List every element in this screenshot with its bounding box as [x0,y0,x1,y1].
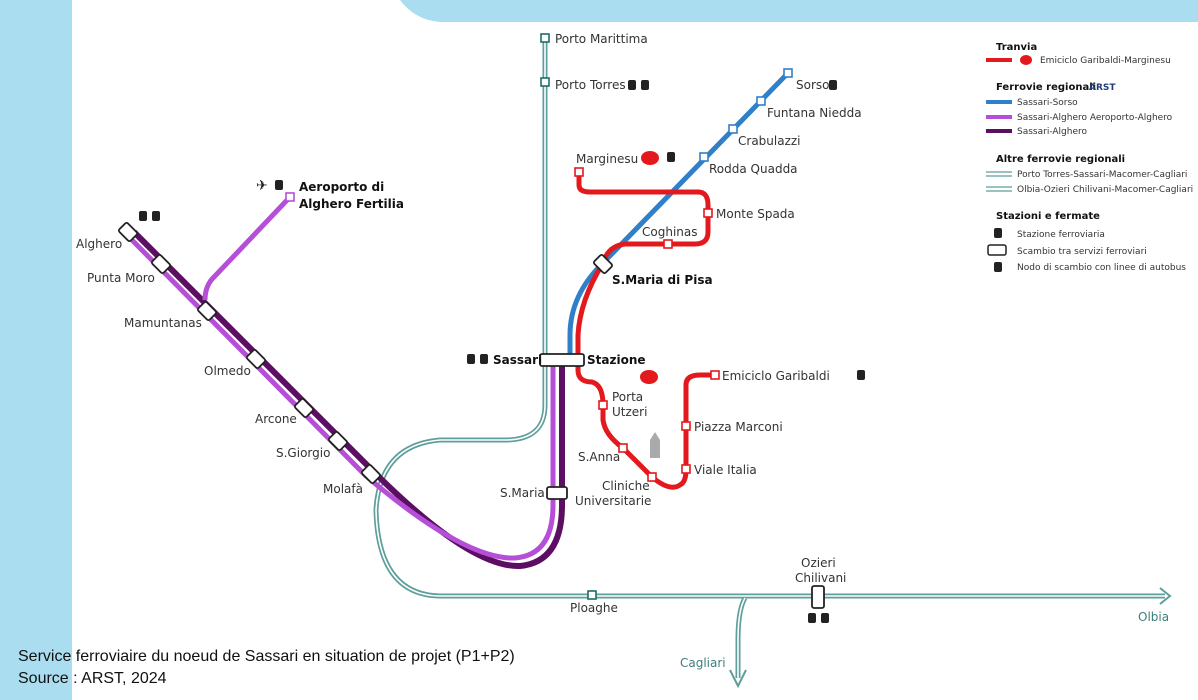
station-rodda-quadda: Rodda Quadda [709,162,798,176]
station-funtana-niedda: Funtana Niedda [767,106,862,120]
destination-olbia: Olbia [1138,610,1169,624]
station-monte-spada: Monte Spada [716,207,795,221]
station-marginesu: Marginesu [576,152,638,166]
cathedral-icon [650,432,660,458]
line-sassari-alghero-aeroporto [124,195,556,561]
line-sassari-alghero [131,229,565,570]
station-arcone: Arcone [255,412,297,426]
station-alghero: Alghero [76,237,122,251]
station-markers [540,33,597,600]
station-chilivani: Chilivani [795,571,846,585]
station-porta: Porta [612,390,643,404]
legend-olbia: Olbia-Ozieri Chilivani-Macomer-Cagliari [1017,185,1193,195]
station-universitarie: Universitarie [575,494,651,508]
station-ozieri: Ozieri [801,556,836,570]
station-utzeri: Utzeri [612,405,647,419]
legend-scambio: Scambio tra servizi ferroviari [1017,247,1147,257]
station-viale-italia: Viale Italia [694,463,757,477]
station-ploaghe: Ploaghe [570,601,618,615]
legend-ferrovie: Ferrovie regionali [996,82,1096,93]
station-molafa: Molafà [323,482,363,496]
station-punta-moro: Punta Moro [87,271,155,285]
legend-alghero: Sassari-Alghero [1017,127,1087,137]
station-aeroporto-2: Alghero Fertilia [299,197,404,211]
legend-bus: Nodo di scambio con linee di autobus [1017,263,1186,273]
legend-altre: Altre ferrovie regionali [996,154,1125,165]
airplane-icon: ✈ [256,178,268,194]
station-porto-marittima: Porto Marittima [555,32,648,46]
station-sorso: Sorso [796,78,830,92]
station-crabulazzi: Crabulazzi [738,134,801,148]
bus-icon [139,80,865,623]
station-emiciclo-garibaldi: Emiciclo Garibaldi [722,369,830,383]
station-s-giorgio: S.Giorgio [276,446,330,460]
legend-tram-line: Emiciclo Garibaldi-Marginesu [1040,56,1171,66]
cagliari-arrow-icon [729,669,747,689]
destination-cagliari: Cagliari [680,656,726,670]
caption: Service ferroviaire du noeud de Sassari … [18,646,515,690]
legend-tranvia: Tranvia [996,42,1037,53]
caption-title: Service ferroviaire du noeud de Sassari … [18,648,515,665]
station-cliniche: Cliniche [602,479,650,493]
station-piazza-marconi: Piazza Marconi [694,420,783,434]
tram-logo-icon [640,151,659,384]
legend: Tranvia Emiciclo Garibaldi-Marginesu Fer… [986,42,1193,273]
arst-logo: ARST [1089,83,1116,93]
station-olmedo: Olmedo [204,364,251,378]
legend-sorso: Sassari-Sorso [1017,98,1078,108]
legend-airport: Sassari-Alghero Aeroporto-Alghero [1017,113,1173,123]
legend-stazioni: Stazioni e fermate [996,211,1100,222]
olbia-arrow-icon [1159,587,1172,605]
line-tram [575,172,714,490]
station-s-anna: S.Anna [578,450,620,464]
interchange-markers [118,222,825,609]
legend-stazione: Stazione ferroviaria [1017,230,1105,240]
station-porto-torres: Porto Torres [555,78,626,92]
caption-source: Source : ARST, 2024 [18,670,167,687]
station-aeroporto-1: Aeroporto di [299,180,384,194]
station-stazione: Stazione [587,353,646,367]
station-s-maria-di-pisa: S.Maria di Pisa [612,273,713,287]
station-mamuntanas: Mamuntanas [124,316,202,330]
station-sassari: Sassari [493,353,542,367]
station-s-maria: S.Maria [500,486,545,500]
station-coghinas: Coghinas [642,225,698,239]
legend-pt: Porto Torres-Sassari-Macomer-Cagliari [1017,170,1187,180]
